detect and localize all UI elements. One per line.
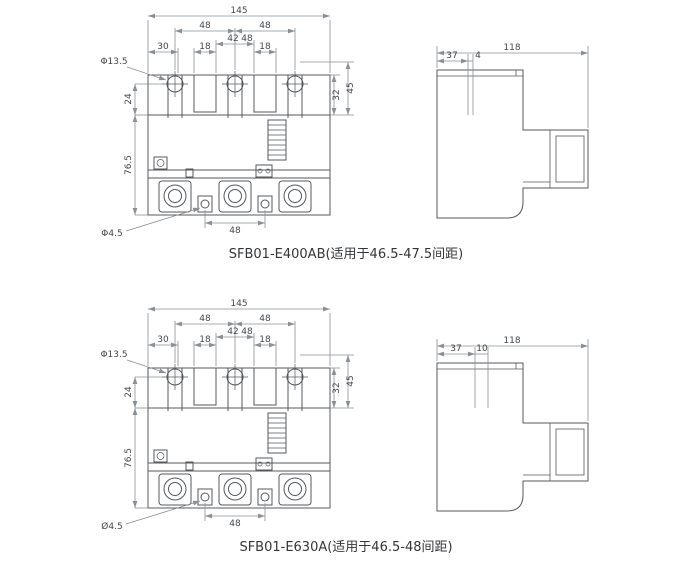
side-view-geometry [436, 362, 589, 512]
dim-slot-pitch: 48 [241, 34, 253, 44]
dim-side-width-total: 118 [503, 336, 520, 346]
side-view-dimension-labels: 118 37 4 [446, 43, 521, 61]
dim-width-total: 145 [230, 299, 247, 309]
figure-caption: SFB01-E630A(适用于46.5-48间距) [239, 540, 452, 555]
dim-height-outer: 45 [346, 82, 356, 93]
dim-height-top: 24 [124, 386, 134, 398]
dim-offset-left: 30 [157, 42, 169, 52]
dim-side-width-total: 118 [503, 43, 520, 53]
side-tab-dimension-lines [437, 54, 474, 115]
dim-tab-width: 10 [476, 344, 488, 354]
figure-sfb01-e630a: 145 48 48 30 18 42 48 18 Φ13.5 24 76.5 3… [100, 299, 589, 555]
front-view-dimension-labels: 145 48 48 30 18 42 48 18 Φ13.5 24 76.5 3… [100, 6, 356, 239]
dim-inner: 42 [227, 34, 238, 44]
dim-height-inner: 32 [332, 89, 342, 100]
dim-slot-left: 18 [199, 335, 211, 345]
dim-slot-pitch: 48 [241, 327, 253, 337]
front-view-geometry [147, 70, 331, 216]
figure-caption: SFB01-E400AB(适用于46.5-47.5间距) [229, 247, 463, 262]
side-view-geometry [436, 69, 589, 219]
label-mount-hole-dia: Φ13.5 [100, 57, 127, 67]
figure-sfb01-e400ab: 145 48 48 30 18 42 48 18 Φ13.5 24 76.5 3… [100, 6, 589, 262]
dim-inner: 42 [227, 327, 238, 337]
dim-slot-right: 18 [259, 335, 271, 345]
dim-height-body: 76.5 [124, 448, 134, 468]
dim-slot-right: 18 [259, 42, 271, 52]
side-tab-dimension-lines [437, 347, 489, 408]
front-view-dimension-labels: 145 48 48 30 18 42 48 18 Φ13.5 24 76.5 3… [100, 299, 356, 532]
dim-pitch-left: 48 [199, 21, 211, 31]
dim-width-total: 145 [230, 6, 247, 16]
side-view-dimension-lines [437, 46, 588, 128]
dim-pitch-right: 48 [259, 314, 271, 324]
dim-tab-offset: 37 [450, 344, 461, 354]
front-view-geometry [147, 363, 331, 509]
dim-tab-width: 4 [475, 51, 481, 61]
dim-height-outer: 45 [346, 375, 356, 386]
label-screw-hole-dia: Ø4.5 [101, 521, 122, 532]
dim-height-inner: 32 [332, 382, 342, 393]
dim-height-body: 76.5 [124, 155, 134, 175]
label-mount-hole-dia: Φ13.5 [100, 350, 127, 360]
dim-tab-offset: 37 [446, 51, 457, 61]
dim-pitch-left: 48 [199, 314, 211, 324]
dim-screw-pitch: 48 [229, 519, 241, 529]
dim-slot-left: 18 [199, 42, 211, 52]
side-view-dimension-labels: 118 37 10 [450, 336, 521, 354]
dim-screw-pitch: 48 [229, 226, 241, 236]
dim-pitch-right: 48 [259, 21, 271, 31]
dim-height-top: 24 [124, 93, 134, 105]
dim-offset-left: 30 [157, 335, 169, 345]
label-screw-hole-dia: Φ4.5 [101, 229, 122, 239]
